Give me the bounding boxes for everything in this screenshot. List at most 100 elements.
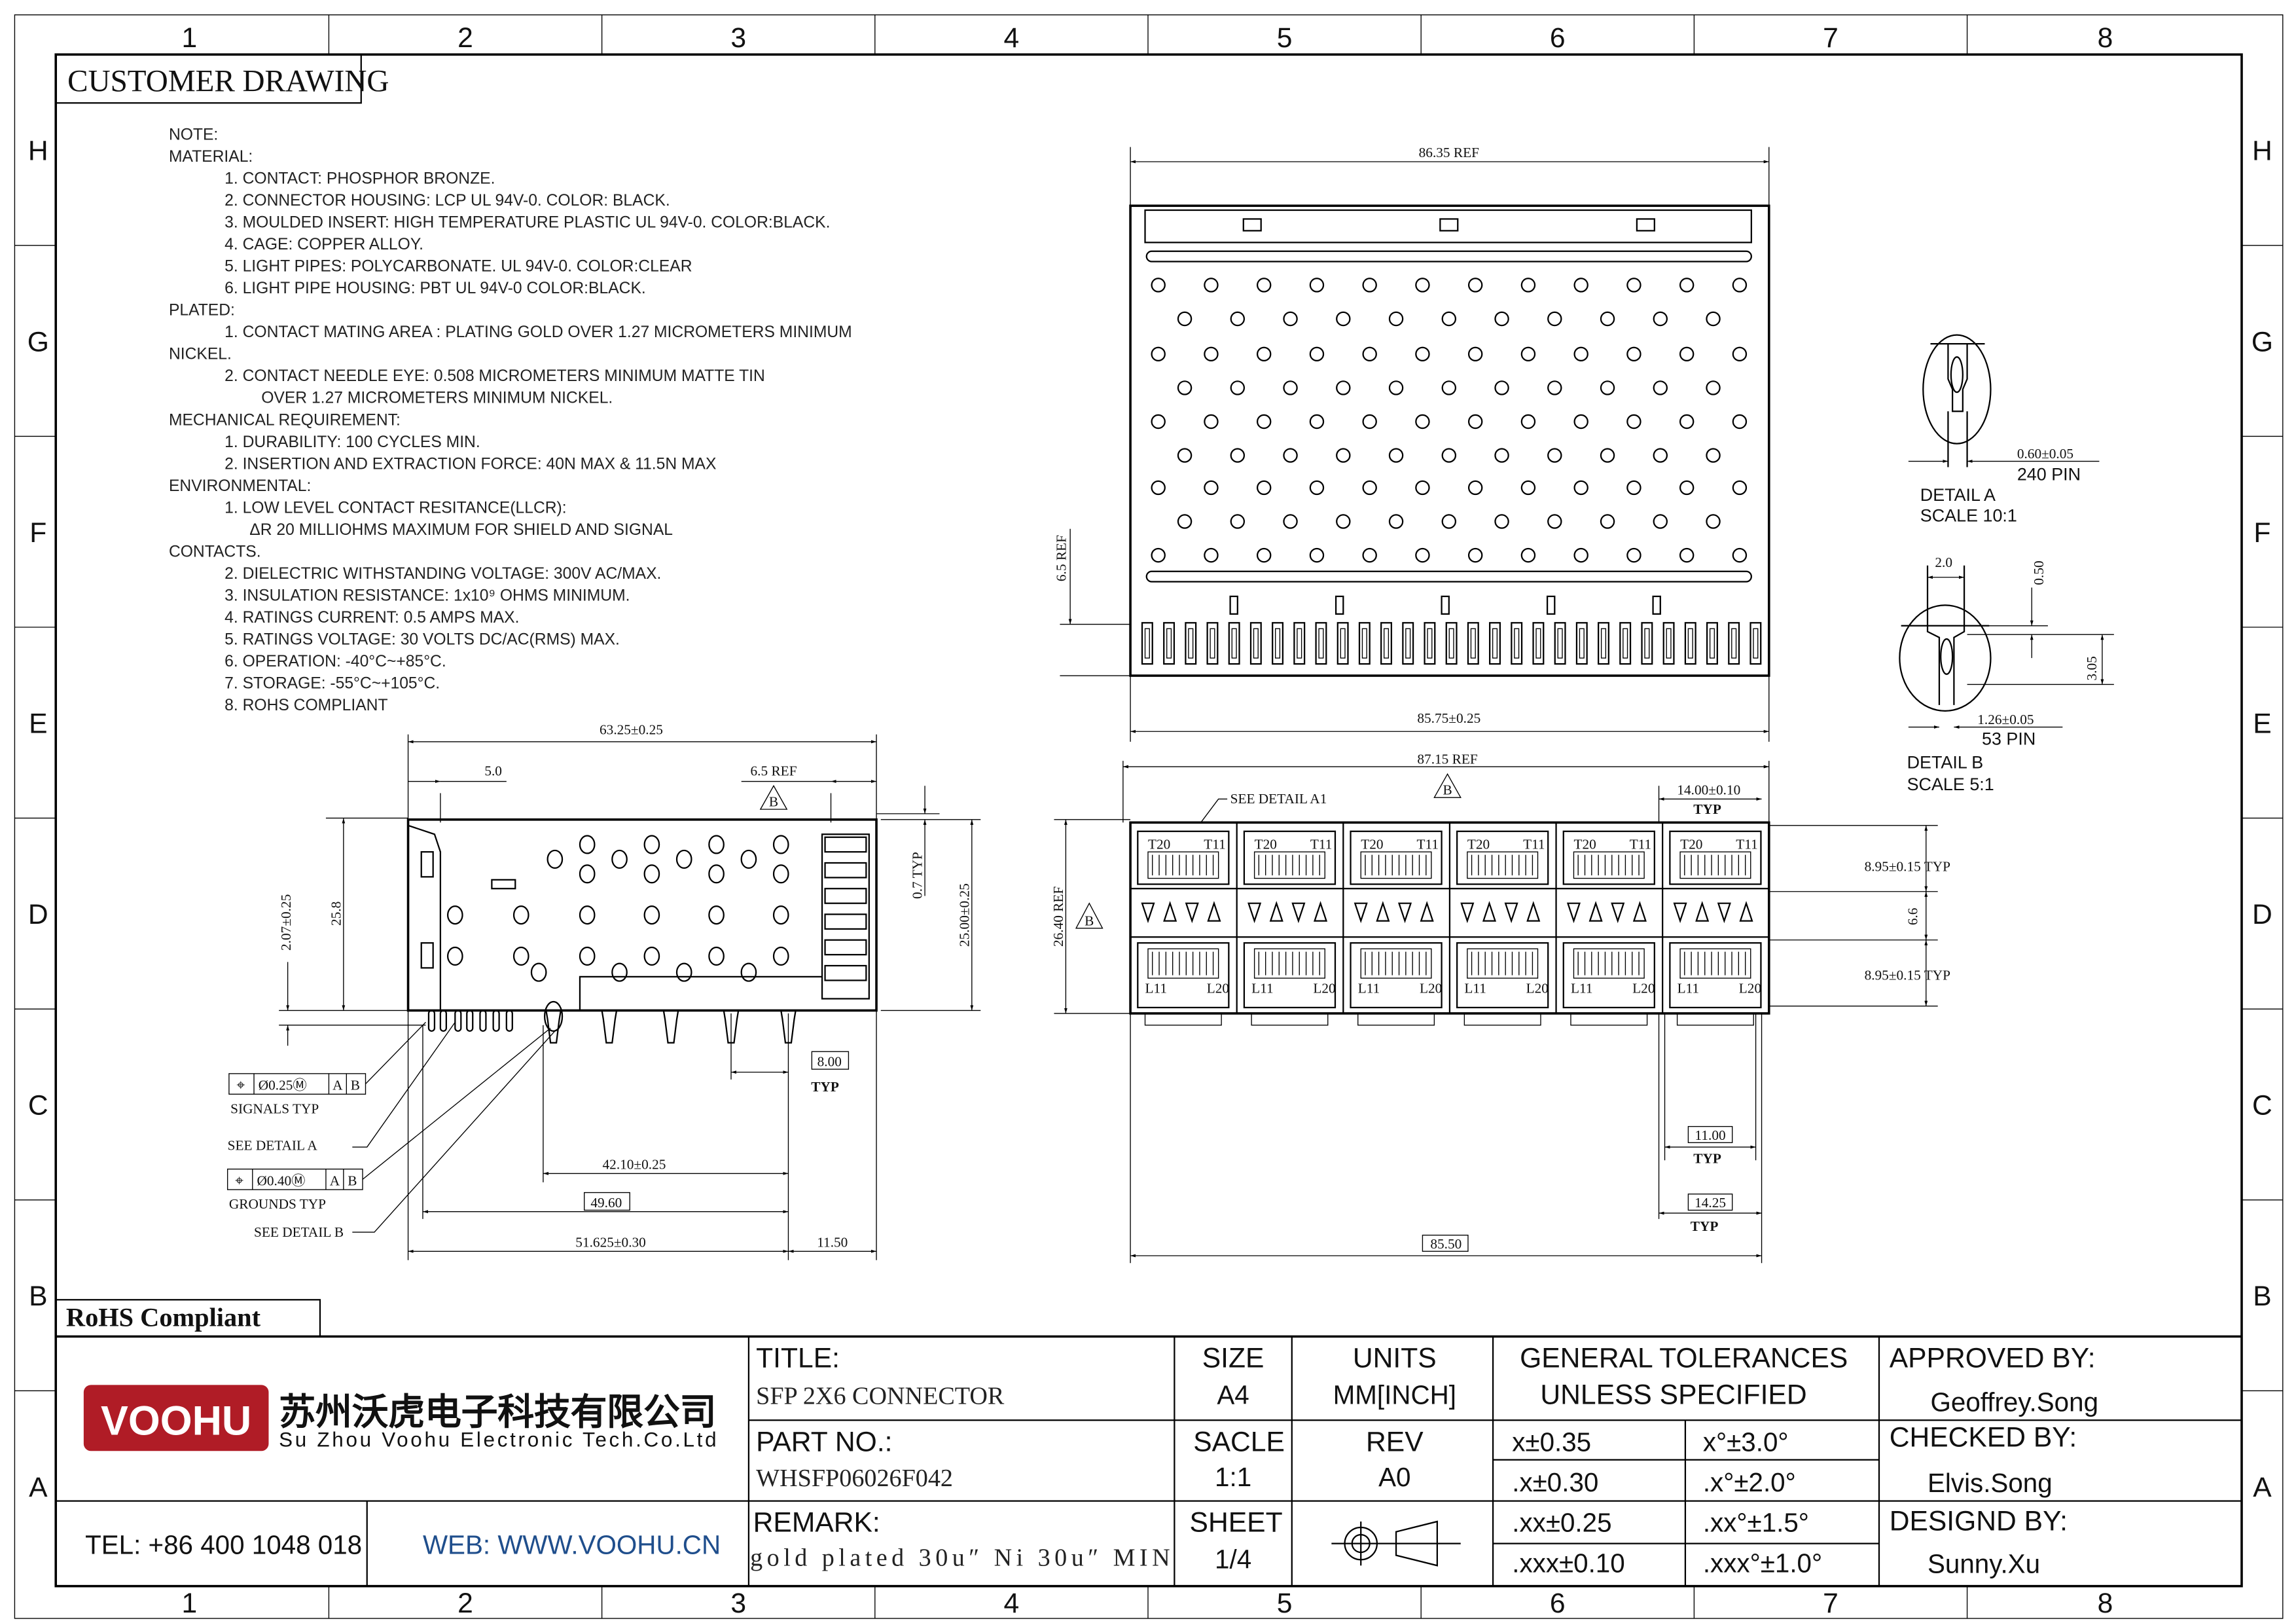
ground-pin [545, 1010, 562, 1044]
vent-hole [1388, 448, 1404, 463]
zone-row-label: G [2251, 326, 2273, 357]
vent-hole [1388, 380, 1404, 395]
gdt-label: GROUNDS TYP [229, 1196, 326, 1212]
vent-hole [772, 864, 789, 884]
port-label-l11: L11 [1358, 981, 1380, 996]
vent-hole [1336, 448, 1351, 463]
detail-b-050: 0.50 [2031, 560, 2047, 585]
upper-port [1243, 830, 1336, 885]
angular-tolerance: .xx°±1.5° [1703, 1508, 1809, 1538]
press-fit-pin [1402, 622, 1414, 665]
tolerances-subtitle: UNLESS SPECIFIED [1540, 1379, 1806, 1411]
side-view: 63.25±0.25 5.0 6.5 REF B 25.8 2.07±0.25 … [226, 722, 981, 1260]
dim-85-50: 85.50 [1430, 1236, 1462, 1252]
press-fit-pin-slot [1709, 628, 1715, 659]
vent-hole [1520, 480, 1536, 496]
dim-14-25: 14.25 [1695, 1195, 1726, 1211]
note-line: CONTACTS. [169, 543, 261, 560]
press-fit-pin [1641, 622, 1653, 665]
vent-hole [1547, 448, 1562, 463]
see-detail-a-callout: SEE DETAIL A [228, 1138, 318, 1154]
remark-label: REMARK: [753, 1507, 880, 1539]
vent-hole [643, 864, 660, 884]
press-fit-pin [1380, 622, 1393, 665]
vent-hole [1467, 547, 1483, 563]
dim-51: 51.625±0.30 [575, 1235, 646, 1250]
company-tel: TEL: +86 400 1048 018 [85, 1529, 362, 1559]
note-line: 5. LIGHT PIPES: POLYCARBONATE. UL 94V-0.… [224, 258, 692, 276]
angular-tolerance: .xxx°±1.0° [1703, 1548, 1822, 1578]
rear-tab [824, 888, 867, 904]
company-web[interactable]: WEB: WWW.VOOHU.CN [423, 1529, 721, 1559]
upper-contact-block [1679, 851, 1751, 879]
signal-pin [492, 1010, 500, 1032]
vent-hole [1415, 278, 1430, 293]
vent-hole [1679, 278, 1695, 293]
vent-hole [1256, 278, 1272, 293]
dim-side-front: 5.0 [484, 763, 502, 779]
vent-hole [1573, 346, 1588, 362]
lower-contact-block [1573, 948, 1645, 979]
port-label-l20: L20 [1526, 981, 1549, 996]
press-fit-pin-slot [1210, 628, 1215, 659]
vent-hole [1151, 346, 1166, 362]
dim-port-pitch: 14.00±0.10 [1677, 782, 1740, 798]
vent-hole [1600, 311, 1615, 327]
upper-contact-block [1147, 851, 1219, 879]
led-light-pipe [1482, 901, 1497, 922]
zone-column-label: 2 [457, 1588, 473, 1619]
vent-hole [1177, 380, 1193, 395]
vent-hole [1415, 346, 1430, 362]
vent-hole [1204, 480, 1219, 496]
title-value: SFP 2X6 CONNECTOR [756, 1383, 1005, 1410]
detail-b-scale: SCALE 5:1 [1907, 775, 1994, 794]
ground-tab [1546, 595, 1556, 615]
press-fit-pin-slot [1644, 628, 1650, 659]
ground-tab [1441, 595, 1450, 615]
press-fit-pin-slot [1666, 628, 1672, 659]
led-light-pipe [1695, 901, 1710, 922]
press-fit-pin-slot [1535, 628, 1541, 659]
press-fit-pin-slot [1448, 628, 1454, 659]
vent-hole [772, 905, 789, 925]
vent-hole [1626, 346, 1641, 362]
lower-port [1562, 942, 1655, 1009]
upper-port [1350, 830, 1443, 885]
vent-hole [1151, 414, 1166, 429]
ground-tab [1229, 595, 1238, 615]
led-light-pipe [1717, 902, 1731, 924]
vent-hole [1679, 346, 1695, 362]
dim-11-50: 11.50 [817, 1235, 848, 1250]
dim-11-typ: TYP [1693, 1151, 1721, 1167]
led-light-pipe [1460, 902, 1475, 924]
press-fit-pin [1336, 622, 1349, 665]
note-line: 4. RATINGS CURRENT: 0.5 AMPS MAX. [224, 609, 519, 627]
press-fit-pin [1489, 622, 1501, 665]
ground-tab [1652, 595, 1661, 615]
rev-label: REV [1366, 1426, 1424, 1457]
press-fit-pin-slot [1318, 628, 1324, 659]
linear-tolerance: .xx±0.25 [1512, 1508, 1611, 1538]
dim-gap: 6.6 [1905, 907, 1920, 925]
vent-hole [1151, 547, 1166, 563]
vent-hole [579, 905, 596, 925]
press-fit-pin-slot [1253, 628, 1259, 659]
vent-hole [708, 835, 725, 854]
zone-row-label: H [28, 136, 48, 167]
sheet-label: SHEET [1190, 1507, 1283, 1539]
gdt-tolerance: Ø0.40Ⓜ [257, 1173, 306, 1188]
press-fit-pin [1532, 622, 1545, 665]
press-fit-pin-slot [1623, 628, 1628, 659]
note-line: 3. INSULATION RESISTANCE: 1x10⁹ OHMS MIN… [224, 587, 630, 605]
vent-hole [1230, 514, 1246, 529]
vent-hole [1600, 380, 1615, 395]
vent-hole [643, 946, 660, 966]
vent-hole [1204, 414, 1219, 429]
vent-hole [1441, 311, 1457, 327]
detail-a: 0.60±0.05 240 PIN DETAIL A SCALE 10:1 [1908, 334, 2100, 526]
detail-b-305: 3.05 [2084, 656, 2100, 680]
units-label: UNITS [1353, 1342, 1437, 1374]
led-light-pipe [1247, 902, 1262, 924]
vent-hole [1679, 547, 1695, 563]
detail-a-title: DETAIL A [1920, 485, 1996, 505]
